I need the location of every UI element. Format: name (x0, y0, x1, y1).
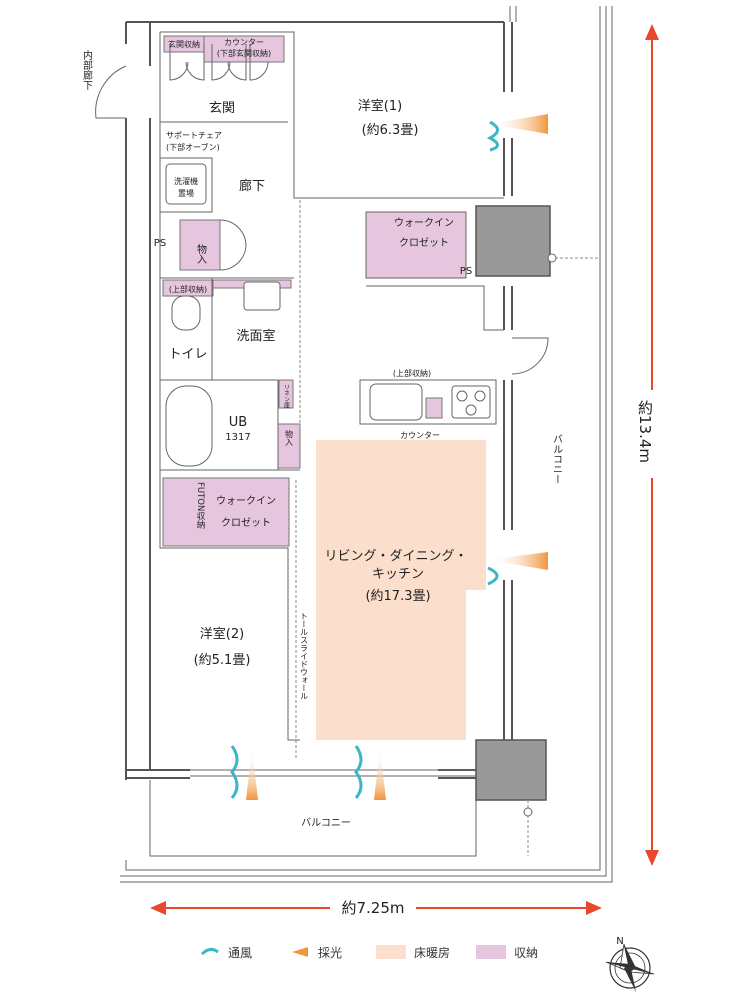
balcony-bottom-label: バルコニー (301, 817, 351, 829)
compass-north-label: N (616, 936, 623, 947)
legend-daylight: 採光 (290, 942, 342, 962)
upper-storage-left-label: (上部収納) (169, 284, 207, 294)
room-ub-size: 1317 (225, 432, 250, 443)
floor-heating-swatch (376, 945, 406, 959)
dimension-height (645, 24, 659, 866)
tall-slide-wall-label: トールスライドウォール (300, 612, 309, 700)
ps-left-label: PS (154, 238, 166, 249)
floor-heating-area (316, 440, 486, 740)
storage-left-label: 物入 (195, 243, 207, 264)
wic1-label-a: ウォークイン (394, 217, 454, 229)
room-western2-size: (約5.1畳) (194, 653, 251, 668)
ps-right-label: PS (460, 266, 472, 277)
legend-floor-heating-label: 床暖房 (414, 945, 451, 960)
legend-ventilation: 通風 (200, 942, 252, 962)
storage-areas (162, 35, 467, 547)
support-chair-label: サポートチェア (166, 131, 222, 140)
room-ldk-size: (約17.3畳) (365, 589, 430, 604)
storage-mid-label: 物入 (285, 429, 294, 446)
door-swings (95, 44, 549, 375)
dimension-height-label: 約13.4m (636, 400, 654, 463)
legend-ventilation-label: 通風 (228, 945, 253, 960)
walls (125, 21, 513, 780)
legend-floor-heating: 床暖房 (376, 942, 450, 962)
inner-corridor-label: 内部廊下 (81, 49, 93, 91)
compass-rose-icon (605, 943, 655, 992)
wic2-label-b: クロゼット (221, 517, 271, 529)
legend-storage: 収納 (476, 942, 538, 962)
room-entrance: 玄関 (209, 101, 235, 116)
washer-label-b: 置場 (178, 188, 194, 198)
kitchen-counter-label: カウンター (400, 431, 440, 440)
upper-storage-kitchen-label: (上部収納) (393, 368, 431, 378)
futon-label: FUTON収納 (195, 482, 205, 529)
wic1-label-b: クロゼット (399, 237, 449, 249)
entry-storage-label: 玄関収納 (168, 39, 200, 49)
airflow-markers (230, 114, 548, 800)
room-western1-size: (約6.3畳) (362, 123, 419, 138)
balcony-right-label: バルコニー (551, 434, 563, 484)
room-washroom: 洗面室 (236, 328, 275, 344)
daylight-icon (292, 947, 308, 957)
dimension-width (150, 901, 602, 915)
room-ldk-name2: キッチン (372, 567, 424, 582)
pillars (475, 205, 598, 856)
counter-top-label: カウンター (224, 38, 264, 47)
room-ldk-name1: リビング・ダイニング・ (324, 549, 467, 564)
dimension-width-label: 約7.25m (341, 899, 404, 917)
counter-top-sub-label: (下部玄関収納) (217, 48, 271, 58)
support-chair-sub-label: (下部オーブン) (166, 142, 220, 152)
room-western1-name: 洋室(1) (358, 98, 402, 114)
linen-label: リネン庫 (283, 384, 290, 409)
room-toilet: トイレ (168, 347, 207, 362)
washer-label-a: 洗濯機 (174, 176, 198, 186)
room-hallway: 廊下 (239, 178, 265, 194)
legend-storage-label: 収納 (514, 945, 539, 960)
legend-daylight-label: 採光 (318, 945, 343, 960)
room-western2-name: 洋室(2) (200, 626, 244, 642)
balcony-outline (120, 6, 613, 883)
ventilation-icon (200, 947, 219, 956)
room-ub: UB (229, 415, 247, 430)
fixtures (165, 163, 491, 467)
storage-swatch (476, 945, 506, 959)
wic2-label-a: ウォークイン (216, 495, 276, 507)
